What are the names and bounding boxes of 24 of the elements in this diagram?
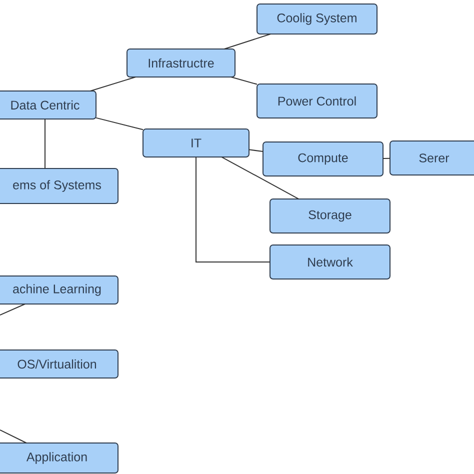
process-box: ems of Systems bbox=[0, 168, 118, 204]
process-box: Data Centric bbox=[0, 90, 96, 120]
connector-line bbox=[230, 76, 258, 85]
process-box: Storage bbox=[270, 198, 390, 234]
connector-line bbox=[224, 34, 272, 50]
process-box: Application bbox=[0, 442, 118, 474]
process-box: Power Control bbox=[256, 84, 378, 118]
connector-line bbox=[248, 149, 264, 152]
process-box: Infrastructre bbox=[126, 48, 236, 78]
process-box: Compute bbox=[262, 142, 384, 176]
process-box: Serer bbox=[390, 140, 474, 176]
connector-line bbox=[0, 430, 27, 444]
process-box: OS/Virtualition bbox=[0, 350, 118, 378]
connector-line bbox=[196, 156, 270, 262]
connector-line bbox=[44, 118, 46, 169]
process-box: IT bbox=[142, 128, 250, 158]
connector-line bbox=[90, 76, 136, 92]
connector-line bbox=[382, 158, 390, 159]
process-box: Coolig System bbox=[256, 4, 378, 34]
connector-line bbox=[0, 304, 26, 316]
connector-line bbox=[221, 156, 300, 200]
process-box: Network bbox=[270, 244, 390, 280]
connector-line bbox=[96, 117, 144, 130]
process-box: achine Learning bbox=[0, 276, 118, 304]
